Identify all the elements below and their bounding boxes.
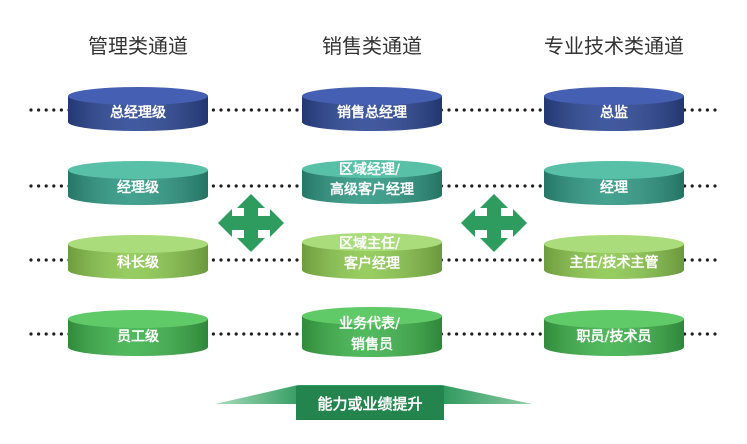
level-label-sales-4: 业务代表/ 销售员 <box>339 315 405 353</box>
cylinder-top <box>68 310 208 328</box>
cylinder-shading <box>302 169 442 204</box>
level-label-technical-1: 总监 <box>600 104 628 121</box>
level-label-management-1: 总经理级 <box>110 104 167 121</box>
cylinder-management-level-2: 经理级 <box>68 161 208 205</box>
cylinder-top <box>302 233 442 251</box>
cylinder-shading <box>544 319 684 356</box>
cylinder-shading <box>544 96 684 131</box>
level-label-sales-2: 区域经理/ 高级客户经理 <box>330 161 414 198</box>
level-guide-lines <box>29 108 724 336</box>
lateral-move-arrow-left <box>218 194 284 252</box>
four-way-arrow-icon <box>461 194 527 252</box>
cylinder-shading <box>68 170 208 205</box>
progression-label-box <box>296 386 444 420</box>
cylinder-sales-level-2: 区域经理/ 高级客户经理 <box>302 160 442 204</box>
cylinder-top <box>544 235 684 253</box>
level-label-line-1: 区域经理/ <box>339 161 401 178</box>
level-label-line-1: 区域主任/ <box>339 235 401 252</box>
cylinder-shading <box>302 316 442 357</box>
progression-label: 能力或业绩提升 <box>317 395 422 413</box>
cylinder-shading <box>68 319 208 356</box>
cylinder-top <box>302 160 442 178</box>
cylinder-top <box>68 161 208 179</box>
cylinder-sales-level-1: 销售总经理 <box>302 87 442 131</box>
cylinder-top <box>302 87 442 105</box>
cylinder-shading <box>544 244 684 279</box>
cylinder-shading <box>68 96 208 131</box>
four-way-arrow-icon <box>218 194 284 252</box>
cylinder-top <box>544 310 684 328</box>
cylinder-top <box>544 161 684 179</box>
level-label-management-3: 科长级 <box>117 254 160 271</box>
header-management-channel: 管理类通道 <box>88 34 188 58</box>
cylinder-technical-level-2: 经理 <box>544 161 684 205</box>
cylinder-technical-level-3: 主任/技术主管 <box>544 235 684 279</box>
level-label-management-2: 经理级 <box>117 179 160 196</box>
cylinder-shading <box>302 96 442 131</box>
level-label-line-2: 客户经理 <box>343 255 400 272</box>
level-label-sales-1: 销售总经理 <box>337 104 407 121</box>
cylinder-shading <box>544 170 684 205</box>
cylinder-technical-level-1: 总监 <box>544 87 684 131</box>
cylinder-management-level-3: 科长级 <box>68 235 208 279</box>
cylinder-top <box>68 235 208 253</box>
header-sales-channel: 销售类通道 <box>322 34 422 58</box>
cylinder-top <box>68 87 208 105</box>
lateral-move-arrow-right <box>461 194 527 252</box>
level-label-technical-4: 职员/技术员 <box>576 328 651 345</box>
cylinder-sales-level-4: 业务代表/ 销售员 <box>302 307 442 357</box>
cylinder-shading <box>302 242 442 279</box>
progression-arrow: 能力或业绩提升 <box>215 385 532 420</box>
cylinder-technical-level-4: 职员/技术员 <box>544 310 684 356</box>
cylinder-sales-level-3: 区域主任/ 客户经理 <box>302 233 442 279</box>
cylinder-shading <box>68 244 208 279</box>
cylinder-top <box>302 307 442 325</box>
level-label-line-1: 业务代表/ <box>339 315 401 332</box>
level-label-line-2: 高级客户经理 <box>330 181 414 198</box>
cylinder-management-level-4: 员工级 <box>68 310 208 356</box>
level-label-line-2: 销售员 <box>351 336 393 353</box>
level-label-management-4: 员工级 <box>117 328 160 345</box>
channel-headers: 管理类通道 销售类通道 专业技术类通道 <box>88 34 684 58</box>
header-technical-channel: 专业技术类通道 <box>544 34 684 58</box>
level-label-technical-3: 主任/技术主管 <box>569 254 658 271</box>
level-label-sales-3: 区域主任/ 客户经理 <box>339 235 405 272</box>
cylinder-top <box>544 87 684 105</box>
level-label-technical-2: 经理 <box>600 179 628 196</box>
cylinder-management-level-1: 总经理级 <box>68 87 208 131</box>
